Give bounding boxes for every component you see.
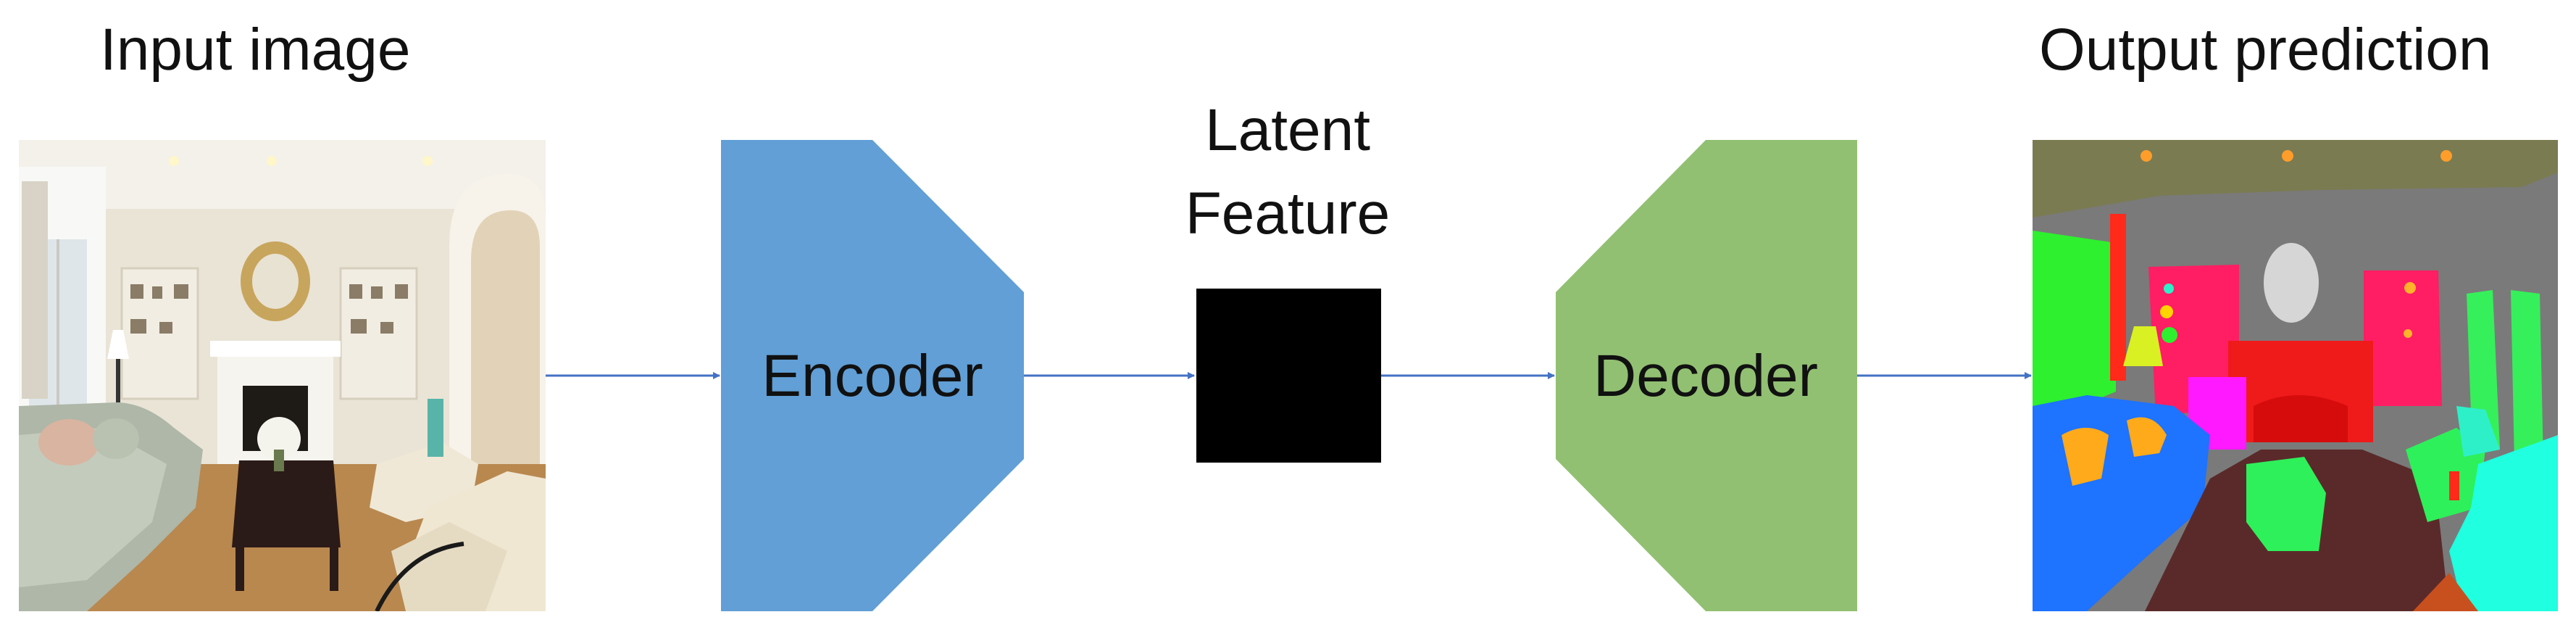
output-prediction-title: Output prediction xyxy=(2039,17,2492,83)
latent-feature-label-line2: Feature xyxy=(1185,181,1391,247)
latent-feature-label-line1: Latent xyxy=(1205,97,1370,163)
encoder-block xyxy=(721,140,1024,611)
latent-feature-block xyxy=(1196,289,1381,463)
decoder-block xyxy=(1556,140,1857,611)
decoder-label: Decoder xyxy=(1593,343,1818,409)
input-image-title: Input image xyxy=(100,17,411,83)
input-image xyxy=(19,140,546,611)
output-prediction-image xyxy=(2033,140,2558,611)
encoder-label: Encoder xyxy=(762,343,983,409)
